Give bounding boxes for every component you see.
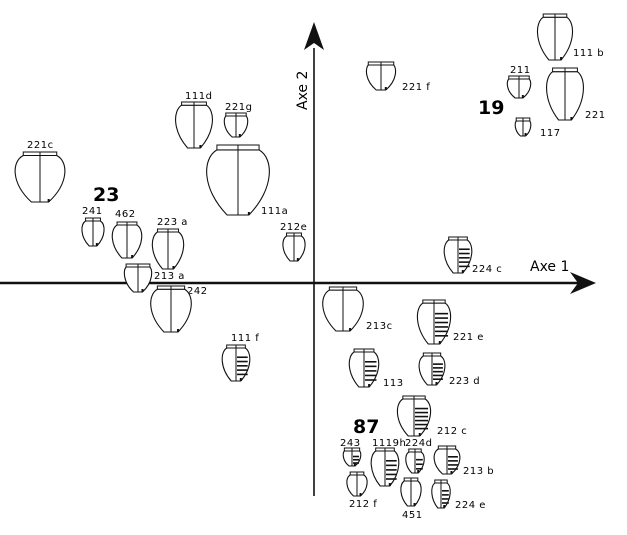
vessel-drawing bbox=[111, 221, 143, 259]
axis-1-label: Axe 1 bbox=[530, 259, 569, 275]
vessel-label: 212 f bbox=[349, 499, 377, 510]
vessel-label: 211 bbox=[510, 65, 531, 76]
vessel-label: 111 b bbox=[573, 48, 604, 59]
vessel-label: 221 e bbox=[453, 332, 484, 343]
vessel-drawing bbox=[123, 263, 153, 293]
vessel-label: 213c bbox=[366, 321, 393, 332]
group-label-19: 19 bbox=[478, 97, 504, 119]
vessel-drawings bbox=[14, 13, 584, 509]
vessel-drawing bbox=[370, 447, 400, 487]
vessel-drawing bbox=[223, 112, 249, 138]
vessel-drawing bbox=[537, 13, 573, 61]
vessel-label: 213 b bbox=[463, 466, 494, 477]
vessel-drawing bbox=[433, 445, 461, 475]
vessel-drawing bbox=[342, 447, 362, 467]
vessel-drawing bbox=[416, 299, 452, 345]
vessel-drawing bbox=[348, 348, 380, 388]
vessel-label: 117 bbox=[540, 128, 561, 139]
vessel-drawing bbox=[546, 67, 584, 121]
group-label-23: 23 bbox=[93, 184, 119, 206]
vessel-label: 223 a bbox=[157, 217, 188, 228]
vessel-label: 111a bbox=[261, 206, 288, 217]
vessel-label: 224 c bbox=[472, 264, 502, 275]
vessel-drawing bbox=[346, 471, 368, 497]
vessel-drawing bbox=[14, 151, 66, 203]
vessel-drawing bbox=[514, 117, 532, 137]
vessel-drawing bbox=[443, 236, 473, 274]
vessel-drawing bbox=[322, 286, 364, 332]
vessel-label: 243 bbox=[340, 438, 361, 449]
axis-2-arrowhead bbox=[304, 22, 324, 50]
vessel-label: 451 bbox=[402, 510, 423, 521]
vessel-label: 221c bbox=[27, 140, 54, 151]
vessel-drawing bbox=[418, 352, 446, 386]
vessel-label: 212e bbox=[280, 222, 307, 233]
vessel-drawing bbox=[400, 477, 422, 507]
vessel-label: 223 d bbox=[449, 376, 480, 387]
vessel-drawing bbox=[221, 344, 251, 382]
vessel-label: 462 bbox=[115, 209, 136, 220]
vessel-drawing bbox=[206, 144, 270, 216]
vessel-label: 111 f bbox=[231, 333, 259, 344]
axis-2-label: Axe 2 bbox=[295, 71, 311, 110]
vessel-drawing bbox=[151, 228, 185, 270]
vessel-label: 113 bbox=[383, 378, 404, 389]
vessel-drawing bbox=[365, 61, 397, 91]
vessel-label: 224 e bbox=[455, 500, 486, 511]
vessel-label: 213 a bbox=[154, 271, 185, 282]
vessel-drawing bbox=[150, 285, 192, 333]
vessel-label: 221 bbox=[585, 110, 606, 121]
vessel-label: 241 bbox=[82, 206, 103, 217]
vessel-label: 224d bbox=[405, 438, 432, 449]
vessel-drawing bbox=[282, 232, 306, 262]
vessel-label: 242 bbox=[187, 286, 208, 297]
vessel-label: 221 f bbox=[402, 82, 430, 93]
axis-1-arrowhead bbox=[570, 272, 596, 294]
vessel-label: 221g bbox=[225, 102, 252, 113]
vessel-drawing bbox=[81, 217, 105, 247]
vessel-label: 1119h bbox=[372, 438, 406, 449]
vessel-label: 111d bbox=[185, 91, 212, 102]
vessel-drawing bbox=[405, 448, 425, 474]
group-label-87: 87 bbox=[353, 416, 379, 438]
vessel-drawing bbox=[175, 101, 213, 149]
vessel-drawing bbox=[396, 395, 432, 437]
vessel-drawing bbox=[506, 75, 532, 99]
vessel-drawing bbox=[431, 479, 451, 509]
vessel-label: 212 c bbox=[437, 426, 467, 437]
